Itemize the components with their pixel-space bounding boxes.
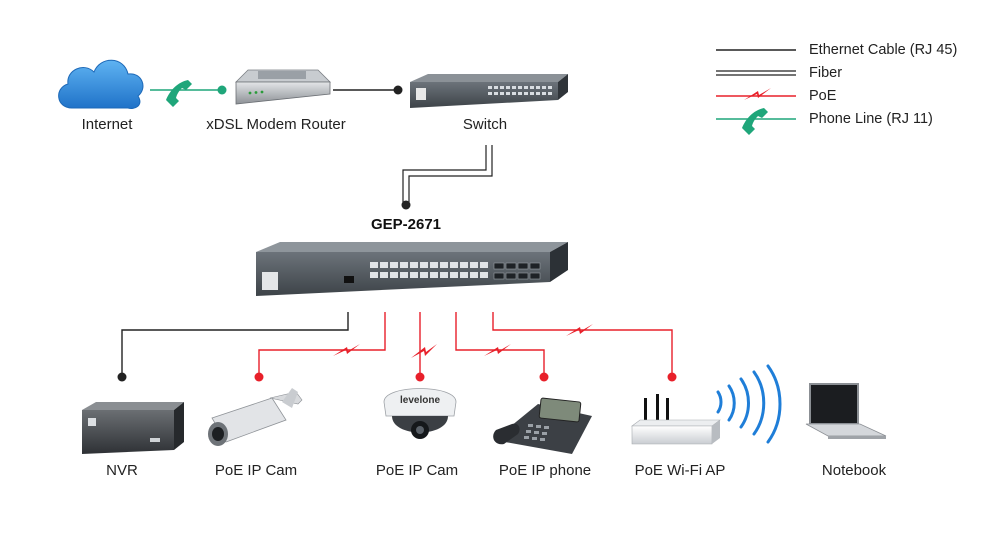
phone-handset-icon bbox=[742, 108, 768, 135]
label-cam2: PoE IP Cam bbox=[375, 462, 459, 479]
camera-brand-text: levelone bbox=[400, 395, 440, 406]
modem-router-icon bbox=[235, 69, 331, 105]
label-notebook: Notebook bbox=[821, 462, 887, 479]
poe-line-ap bbox=[492, 312, 673, 377]
poe-bolt-icons bbox=[333, 324, 593, 358]
lightning-bolt-icon bbox=[566, 324, 593, 336]
diagram-title: GEP-2671 bbox=[370, 216, 442, 233]
legend-keys bbox=[716, 49, 796, 135]
legend-ethernet: Ethernet Cable (RJ 45) bbox=[809, 42, 958, 58]
poe-connections bbox=[258, 312, 673, 377]
lightning-bolt-icon bbox=[333, 344, 360, 356]
legend-fiber: Fiber bbox=[809, 65, 843, 81]
poe-endpoints bbox=[254, 372, 677, 382]
notebook-icon bbox=[805, 383, 887, 439]
gep-2671-switch-icon bbox=[256, 242, 568, 296]
wifi-ap-icon bbox=[631, 394, 721, 445]
phone-handset-icon bbox=[166, 80, 192, 107]
ip-phone-icon bbox=[493, 397, 592, 454]
label-modem: xDSL Modem Router bbox=[206, 116, 346, 133]
dome-camera-icon: levelone bbox=[383, 388, 457, 439]
levelone-logo-icon bbox=[262, 272, 278, 290]
switch-icon bbox=[410, 74, 568, 108]
label-ap: PoE Wi-Fi AP bbox=[634, 462, 726, 479]
label-switch: Switch bbox=[462, 116, 508, 133]
wireless-signal-icon bbox=[716, 364, 782, 444]
lightning-bolt-icon bbox=[484, 344, 511, 356]
legend-poe: PoE bbox=[809, 88, 837, 104]
label-cam1: PoE IP Cam bbox=[214, 462, 298, 479]
lightning-bolt-icon bbox=[744, 88, 771, 100]
label-internet: Internet bbox=[81, 116, 133, 133]
phone-line-connection bbox=[150, 80, 227, 107]
lightning-bolt-icon bbox=[411, 344, 437, 358]
nvr-icon bbox=[82, 402, 184, 454]
bullet-camera-icon bbox=[208, 388, 303, 446]
label-nvr: NVR bbox=[106, 462, 138, 479]
poe-line-cam1 bbox=[258, 312, 386, 377]
fiber-switch-gep bbox=[401, 145, 493, 210]
cloud-icon bbox=[58, 59, 144, 109]
ethernet-modem-switch bbox=[333, 85, 403, 95]
legend-phone-line: Phone Line (RJ 11) bbox=[809, 111, 933, 127]
ethernet-gep-nvr bbox=[117, 312, 349, 382]
label-phone: PoE IP phone bbox=[498, 462, 592, 479]
poe-line-phone bbox=[455, 312, 545, 377]
